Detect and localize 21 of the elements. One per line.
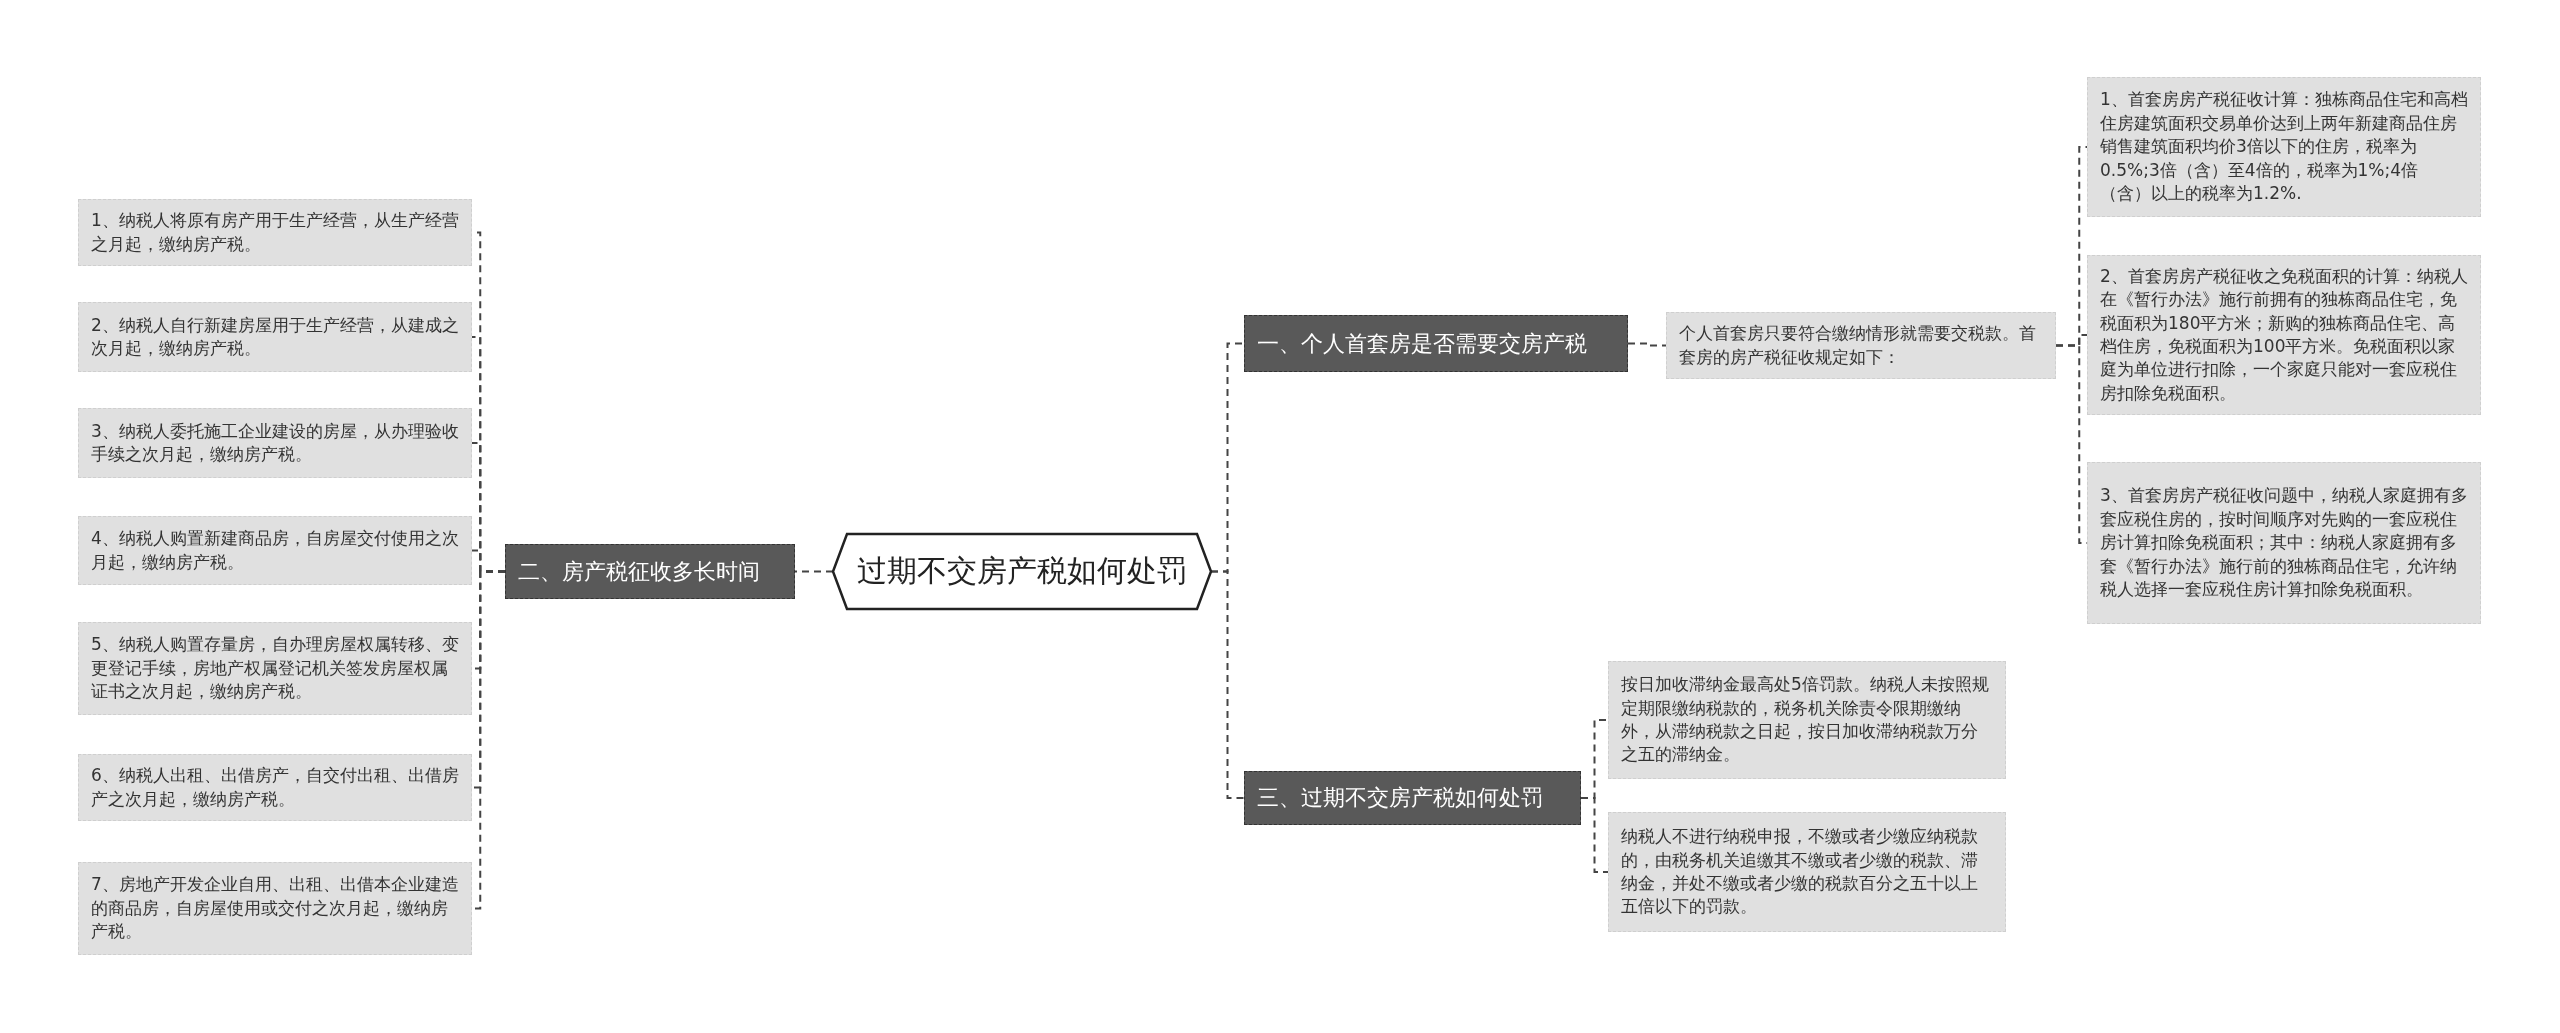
note-card: 5、纳税人购置存量房，自办理房屋权属转移、变更登记手续，房地产权属登记机关签发房屋权属证书之次月起，缴纳房产税。 [78, 622, 472, 715]
note-card: 1、首套房房产税征收计算：独栋商品住宅和高档住房建筑面积交易单价达到上两年新建商品住房销售建筑面积均价3倍以下的住房，税率为0.5%;3倍（含）至4倍的，税率为1%;4倍（含）以上的税率为1.2%. [2087, 77, 2481, 217]
note-card: 纳税人不进行纳税申报，不缴或者少缴应纳税款的，由税务机关追缴其不缴或者少缴的税款、滞纳金，并处不缴或者少缴的税款百分之五十以上五倍以下的罚款。 [1608, 812, 2006, 932]
note-card: 6、纳税人出租、出借房产，自交付出租、出借房产之次月起，缴纳房产税。 [78, 754, 472, 821]
note-card: 4、纳税人购置新建商品房，自房屋交付使用之次月起，缴纳房产税。 [78, 516, 472, 585]
note-card: 1、纳税人将原有房产用于生产经营，从生产经营之月起，缴纳房产税。 [78, 199, 472, 266]
connector-line [1627, 342, 1667, 347]
connector-line [1210, 570, 1245, 799]
note-card: 7、房地产开发企业自用、出租、出借本企业建造的商品房，自房屋使用或交付之次月起，缴纳房产税。 [78, 862, 472, 955]
note-card: 按日加收滞纳金最高处5倍罚款。纳税人未按照规定期限缴纳税款的，税务机关除责令限期缴纳外，从滞纳税款之日起，按日加收滞纳税款万分之五的滞纳金。 [1608, 661, 2006, 779]
note-card: 2、纳税人自行新建房屋用于生产经营，从建成之次月起，缴纳房产税。 [78, 302, 472, 372]
note-card: 3、纳税人委托施工企业建设的房屋，从办理验收手续之次月起，缴纳房产税。 [78, 408, 472, 478]
branch-topic: 三、过期不交房产税如何处罚 [1244, 771, 1581, 825]
branch-topic: 二、房产税征收多长时间 [505, 544, 795, 599]
connector-line [794, 570, 834, 573]
connector-line [1580, 797, 1609, 873]
note-card: 个人首套房只要符合缴纳情形就需要交税款。首套房的房产税征收规定如下： [1666, 312, 2056, 379]
note-card: 2、首套房房产税征收之免税面积的计算：纳税人在《暂行办法》施行前拥有的独栋商品住宅，免税面积为180平方米；新购的独栋商品住宅、高档住房，免税面积为100平方米。免税面积以家庭为单位进行扣除，一个家庭只能对一套应税住房扣除免税面积。 [2087, 255, 2481, 415]
branch-topic: 一、个人首套房是否需要交房产税 [1244, 315, 1628, 372]
topic-hexagon: 过期不交房产税如何处罚 [833, 534, 1211, 609]
note-card: 3、首套房房产税征收问题中，纳税人家庭拥有多套应税住房的，按时间顺序对先购的一套应税住房计算扣除免税面积；其中：纳税人家庭拥有多套《暂行办法》施行前的独栋商品住宅，允许纳税人选择一套应税住房计算扣除免税面积。 [2087, 462, 2481, 624]
